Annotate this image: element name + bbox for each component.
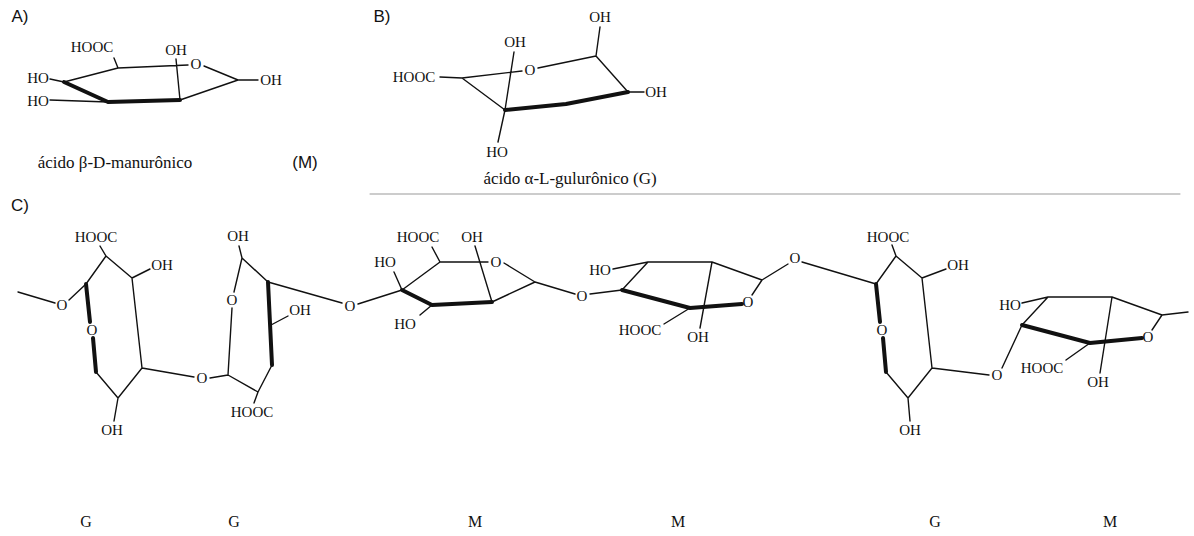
atom-label: HOOC bbox=[71, 40, 114, 55]
atom-label: OH bbox=[1087, 375, 1109, 390]
ring-oxygen: O bbox=[191, 57, 202, 72]
atom-label: OH bbox=[687, 330, 709, 345]
atom-label: HO bbox=[27, 94, 49, 109]
ring-oxygen: O bbox=[743, 295, 754, 310]
atom-label: OH bbox=[504, 35, 526, 50]
panel-letter: A) bbox=[12, 8, 29, 25]
atom-label: HOOC bbox=[867, 230, 910, 245]
residue-letter: M bbox=[671, 514, 685, 530]
atom-label: OH bbox=[260, 73, 282, 88]
atom-label: HO bbox=[486, 145, 508, 160]
residue-letter: G bbox=[228, 514, 240, 530]
atom-label: HO bbox=[394, 317, 416, 332]
ring-oxygen: O bbox=[1143, 330, 1154, 345]
link-oxygen: O bbox=[197, 371, 208, 386]
atom-label: OH bbox=[151, 258, 173, 273]
atom-label: OH bbox=[645, 85, 667, 100]
link-oxygen: O bbox=[345, 299, 356, 314]
atom-label: HOOC bbox=[619, 323, 662, 338]
panel-letter: C) bbox=[11, 197, 29, 214]
ring-oxygen: O bbox=[227, 293, 238, 308]
atom-label: OH bbox=[461, 230, 483, 245]
residue-letter: G bbox=[80, 514, 92, 530]
atom-label: HO bbox=[374, 255, 396, 270]
atom-label: HO bbox=[999, 298, 1021, 313]
atom-label: OH bbox=[589, 10, 611, 25]
link-oxygen: O bbox=[790, 251, 801, 266]
atom-label: OH bbox=[947, 258, 969, 273]
link-oxygen: O bbox=[992, 368, 1003, 383]
link-oxygen: O bbox=[57, 298, 68, 313]
ring-oxygen: O bbox=[525, 63, 536, 78]
caption-tag: (M) bbox=[292, 154, 317, 171]
atom-label: OH bbox=[899, 423, 921, 438]
link-oxygen: O bbox=[577, 289, 588, 304]
caption: ácido β-D-manurônico bbox=[38, 154, 193, 171]
atom-label: HOOC bbox=[1021, 361, 1064, 376]
ring-oxygen: O bbox=[877, 323, 888, 338]
atom-label: OH bbox=[289, 303, 311, 318]
residue-letter: M bbox=[468, 514, 482, 530]
ring-oxygen: O bbox=[491, 255, 502, 270]
atom-label: HOOC bbox=[393, 70, 436, 85]
atom-label: OH bbox=[101, 423, 123, 438]
atom-label: HO bbox=[27, 71, 49, 86]
atom-label: HO bbox=[589, 263, 611, 278]
atom-label: HOOC bbox=[75, 230, 118, 245]
residue-letter: G bbox=[929, 514, 941, 530]
panel-letter: B) bbox=[374, 8, 391, 25]
atom-label: OH bbox=[227, 229, 249, 244]
atom-label: HOOC bbox=[231, 405, 274, 420]
atom-label: OH bbox=[165, 43, 187, 58]
ring-oxygen: O bbox=[87, 323, 98, 338]
caption: ácido α-L-gulurônico (G) bbox=[483, 170, 656, 187]
residue-letter: M bbox=[1103, 514, 1117, 530]
atom-label: HOOC bbox=[397, 230, 440, 245]
